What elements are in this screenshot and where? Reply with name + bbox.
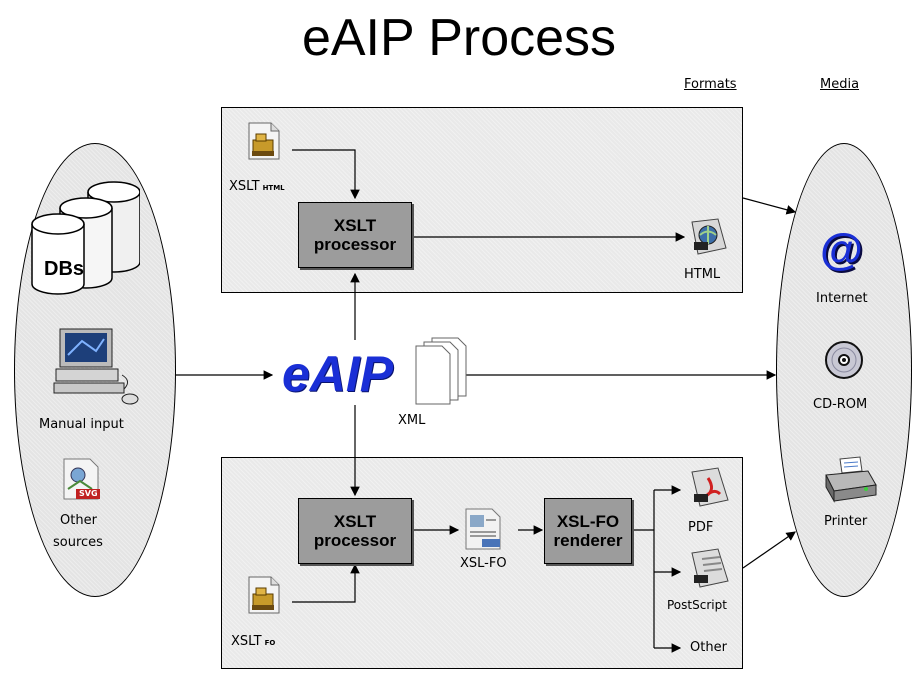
dbs-label: DBs (44, 258, 85, 280)
html-xslt-processor: XSLT processor (298, 202, 412, 268)
html-processor-line2: processor (313, 235, 397, 254)
formats-heading: Formats (684, 77, 737, 92)
postscript-label: PostScript (667, 598, 727, 612)
other-sources-line1: Other (60, 513, 97, 528)
fo-processor-line1: XSLT (333, 512, 377, 531)
internet-at-icon: @ (820, 225, 863, 274)
pdf-file-icon (691, 467, 729, 507)
eaip-logo: eAIP (282, 346, 394, 402)
xslt-fo-file-icon (248, 576, 280, 614)
fo-xslt-processor: XSLT processor (298, 498, 412, 564)
arrow-fo-to-printer (742, 531, 796, 569)
arrow-html-to-internet (742, 197, 797, 215)
xslt-fo-subscript: FO (264, 639, 276, 647)
xslt-html-subscript: HTML (262, 184, 285, 192)
databases-icon (31, 181, 140, 295)
pdf-label: PDF (688, 520, 714, 535)
postscript-file-icon (691, 548, 729, 588)
renderer-line2: renderer (553, 531, 623, 550)
renderer-line1: XSL-FO (556, 512, 620, 531)
printer-icon (825, 456, 877, 503)
html-processor-line1: XSLT (333, 216, 377, 235)
fo-processor-line2: processor (313, 531, 397, 550)
xsl-fo-label: XSL-FO (460, 556, 507, 571)
fo-branch-panel (221, 457, 743, 669)
cdrom-label: CD-ROM (813, 397, 868, 412)
internet-label: Internet (816, 291, 868, 306)
other-output-label: Other (690, 640, 727, 655)
svg-file-icon: SVG (62, 457, 102, 501)
media-ellipse (776, 143, 912, 597)
arrow-xslt-html-to-processor (292, 149, 360, 200)
html-file-icon (691, 218, 727, 255)
computer-icon (53, 328, 139, 405)
xsl-fo-renderer: XSL-FO renderer (544, 498, 632, 564)
printer-label: Printer (824, 514, 868, 529)
cdrom-icon (825, 341, 863, 379)
xml-documents-icon (415, 337, 467, 405)
xsl-fo-file-icon (465, 508, 501, 550)
other-sources-line2: sources (53, 535, 103, 550)
arrow-xslt-fo-to-processor (292, 563, 360, 603)
svg-badge-text: SVG (79, 489, 98, 498)
html-output-label: HTML (684, 267, 721, 282)
manual-input-label: Manual input (39, 417, 124, 432)
xml-label: XML (398, 413, 426, 428)
page-title: eAIP Process (301, 9, 617, 67)
xslt-html-file-icon (248, 122, 280, 160)
media-heading: Media (820, 77, 860, 92)
